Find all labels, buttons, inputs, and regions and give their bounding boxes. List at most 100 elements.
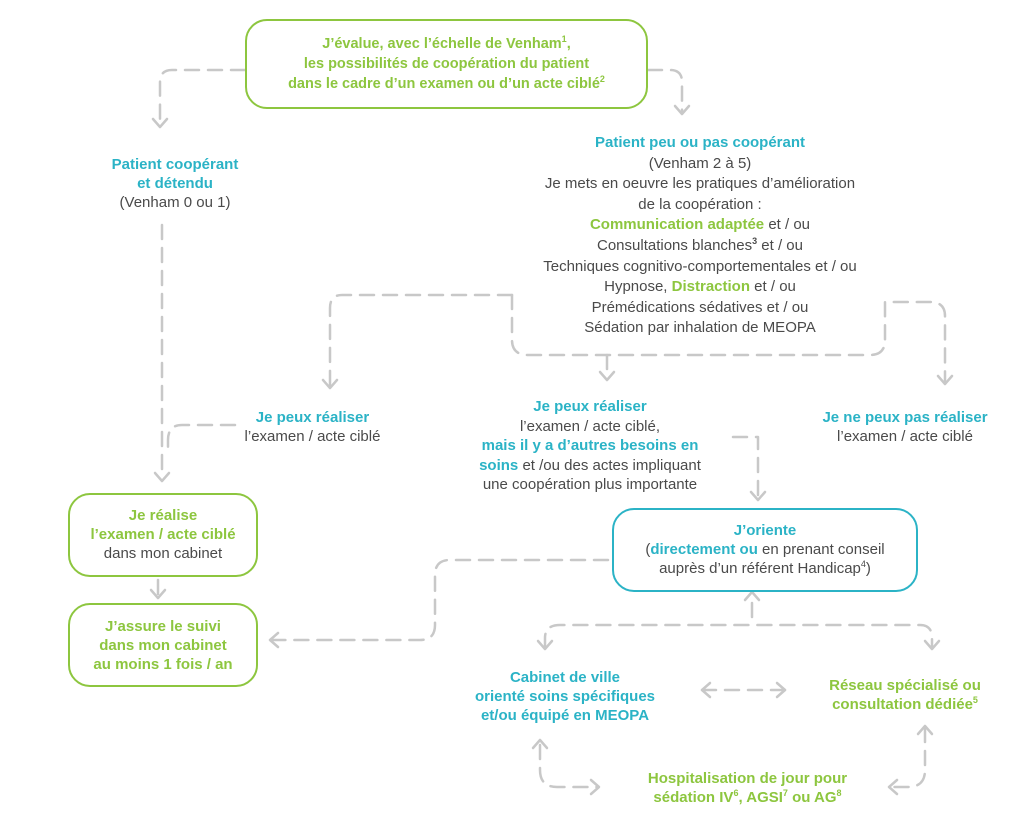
arrowhead-non-cooperant (673, 104, 691, 116)
non-cooperant-line-4: de la coopération : (638, 195, 762, 213)
oriente-text: J’oriente (directement ou en prenant con… (612, 521, 918, 578)
arrowhead-peux-pas (936, 374, 954, 386)
non-cooperant-line-6-tail: et / ou (757, 236, 803, 254)
reseau-line-2: consultation dédiée (832, 696, 973, 713)
arrowhead-peux-left (321, 378, 339, 390)
hospitalisation-sup-8: 8 (836, 788, 842, 798)
oriente-paren-open: ( (645, 541, 651, 558)
connector-reseau-hospital (888, 726, 927, 789)
top-line-1-comma: , (566, 36, 571, 52)
suivi-text: J’assure le suivi dans mon cabinet au mo… (68, 617, 258, 674)
arrowhead-cooperant (151, 117, 169, 129)
arrowhead-realise (153, 471, 171, 483)
reseau-line-1: Réseau spécialisé ou (829, 677, 981, 694)
hypnose: Hypnose, (604, 278, 672, 296)
connector-bracket-bottom (510, 293, 947, 384)
hospitalisation-iv: sédation IV (653, 789, 734, 806)
hospitalisation-text: Hospitalisation de jour pour sédation IV… (605, 769, 890, 807)
cooperant-title-2: et détendu (137, 175, 213, 192)
cabinet-ville-line-3: et/ou équipé en MEOPA (480, 707, 650, 724)
communication-adaptee: Communication adaptée (589, 216, 765, 234)
oriente-directement: directement ou (650, 541, 758, 558)
distraction: Distraction (671, 278, 751, 296)
realise-title: Je réalise (128, 507, 198, 524)
connector-oriente-distribute (543, 623, 934, 650)
peux-left-title: Je peux réaliser (255, 409, 370, 426)
oriente-referent: auprès d’un référent Handicap (659, 560, 861, 577)
arrowhead-cabinet-right (700, 681, 712, 699)
connector-mid-to-oriente (731, 435, 760, 500)
non-cooperant-line-3: Je mets en oeuvre les pratiques d’amélio… (544, 175, 856, 193)
top-line-1: J’évalue, avec l’échelle de Venham (322, 36, 562, 52)
hospitalisation-sup-7: 7 (782, 788, 788, 798)
oriente-sup: 4 (860, 559, 866, 569)
peux-mid-title: Je peux réaliser (533, 398, 647, 415)
peux-mid-soins: soins (479, 456, 519, 474)
suivi-line-1: J’assure le suivi (105, 618, 221, 635)
connector-top-to-non-cooperant (646, 68, 684, 114)
connector-peux-left-to-line (166, 423, 237, 457)
connector-cabinet-hospital (538, 743, 600, 789)
oriente-box (612, 508, 918, 592)
arrowhead-realise-suivi (149, 588, 167, 600)
hospitalisation-line-1: Hospitalisation de jour pour (647, 770, 848, 787)
arrowhead-reseau-left (775, 681, 787, 699)
suivi-box (68, 603, 258, 687)
peux-pas-text: Je ne peux pas réaliser l’examen / acte … (800, 408, 1010, 446)
cabinet-ville-line-1: Cabinet de ville (509, 669, 621, 686)
cabinet-ville-line-2: orienté soins spécifiques (474, 688, 656, 705)
peux-mid-text: Je peux réaliser l’examen / acte ciblé, … (445, 397, 735, 495)
oriente-line-2-tail: en prenant conseil (757, 541, 885, 558)
arrowhead-oriente-up (743, 590, 761, 602)
oriente-paren-close: ) (865, 560, 871, 577)
peux-mid-line-2: l’examen / acte ciblé, (519, 417, 661, 435)
top-evaluation-box (245, 19, 648, 109)
realise-title-2: l’examen / acte ciblé (90, 526, 236, 543)
consultations-sup: 3 (752, 235, 758, 246)
top-line-2: les possibilités de coopération du patie… (303, 56, 590, 72)
non-cooperant-text: Patient peu ou pas coopérant (Venham 2 à… (500, 133, 900, 339)
connector-oriente-to-suivi (268, 558, 610, 642)
realise-box (68, 493, 258, 577)
non-cooperant-title: Patient peu ou pas coopérant (594, 134, 806, 151)
premedications: Prémédications sédatives et / ou (591, 298, 809, 316)
sedation-meopa: Sédation par inhalation de MEOPA (584, 319, 816, 337)
arrowhead-reseau (923, 639, 941, 651)
peux-left-text: Je peux réaliser l’examen / acte ciblé (225, 408, 400, 446)
non-cooperant-line-8-tail: et / ou (750, 278, 796, 296)
arrowhead-reseau-up (916, 724, 934, 736)
peux-mid-line-5: une coopération plus importante (482, 476, 698, 493)
top-evaluation-text: J’évalue, avec l’échelle de Venham1, les… (245, 34, 648, 94)
arrowhead-peux-mid (598, 370, 616, 382)
arrowhead-cabinet (536, 639, 554, 651)
peux-mid-line-4-tail: et /ou des actes impliquant (518, 456, 701, 474)
arrowhead-suivi (268, 631, 280, 649)
cabinet-ville-text: Cabinet de ville orienté soins spécifiqu… (445, 668, 685, 725)
peux-pas-sub: l’examen / acte ciblé (837, 428, 973, 445)
realise-text: Je réalise l’examen / acte ciblé dans mo… (68, 506, 258, 563)
hospitalisation-sup-6: 6 (733, 788, 739, 798)
peux-left-sub: l’examen / acte ciblé (244, 428, 381, 445)
arrowhead-oriente (749, 490, 767, 502)
reseau-sup: 5 (972, 695, 978, 705)
non-cooperant-venham: (Venham 2 à 5) (648, 154, 752, 172)
realise-sub: dans mon cabinet (103, 545, 223, 562)
peux-pas-title: Je ne peux pas réaliser (822, 409, 988, 426)
consultations-blanches: Consultations blanches (597, 236, 753, 254)
peux-mid-line-3: mais il y a d’autres besoins en (481, 437, 699, 454)
top-line-3: dans le cadre d’un examen ou d’un acte c… (288, 76, 600, 92)
hospitalisation-ag: ou AG (787, 789, 837, 806)
connector-bracket-left (328, 293, 514, 387)
non-cooperant-line-5-tail: et / ou (764, 216, 811, 234)
cooperant-venham: (Venham 0 ou 1) (119, 194, 231, 211)
top-sup-1: 1 (561, 34, 567, 45)
cooperant-title: Patient coopérant (111, 156, 239, 173)
arrowhead-hospital-right (887, 778, 899, 796)
arrowhead-cabinet-up (531, 738, 549, 750)
techniques-cognitives: Techniques cognitivo-comportementales et… (543, 257, 857, 275)
hospitalisation-agsi: , AGSI (738, 789, 783, 806)
oriente-title: J’oriente (733, 522, 797, 539)
connector-top-to-cooperant (158, 68, 247, 127)
top-sup-2: 2 (599, 74, 605, 85)
